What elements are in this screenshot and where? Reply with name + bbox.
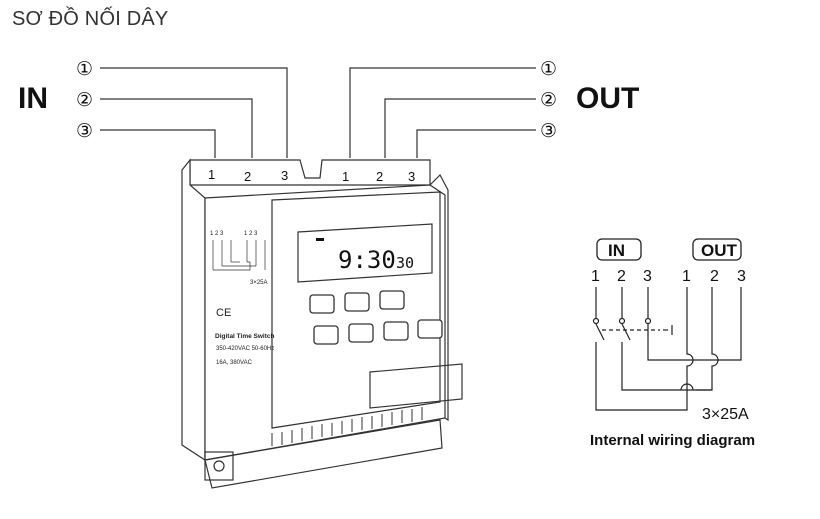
out-wire-1 xyxy=(349,67,536,158)
in-wire-1 xyxy=(100,67,288,158)
out-wire-3 xyxy=(416,129,536,158)
device-rating: 3×25A xyxy=(250,280,268,286)
device-in-terminal-2: 2 xyxy=(244,169,251,184)
out-wire-3-number: ③ xyxy=(540,120,557,142)
in-label: IN xyxy=(18,82,48,115)
out-wire-2 xyxy=(384,98,536,158)
wd-in-3: 3 xyxy=(643,268,652,285)
wd-in-2: 2 xyxy=(617,268,626,285)
wd-out-3: 3 xyxy=(737,268,746,285)
device-out-terminal-2: 2 xyxy=(376,169,383,184)
timer-button-2[interactable] xyxy=(344,292,370,312)
in-wire-2 xyxy=(100,98,253,158)
device-in-terminal-1: 1 xyxy=(208,167,215,182)
timer-button-6[interactable] xyxy=(383,321,409,341)
ce-mark: CE xyxy=(216,307,231,319)
in-wire-3 xyxy=(100,129,216,158)
device-in-terminal-3: 3 xyxy=(281,168,288,183)
wd-in-1: 1 xyxy=(591,268,600,285)
device-out-terminal-1: 1 xyxy=(342,169,349,184)
device-mini-schematic xyxy=(212,240,266,271)
product-voltage: 350-420VAC 50-60Hz xyxy=(216,346,274,352)
product-current: 16A, 380VAC xyxy=(216,360,253,366)
wd-caption: Internal wiring diagram xyxy=(590,432,755,449)
out-wire-2-number: ② xyxy=(540,89,557,111)
timer-button-3[interactable] xyxy=(379,290,405,310)
wd-out-label: OUT xyxy=(701,241,738,260)
device-out-numbers: 1 2 3 xyxy=(244,231,258,237)
timer-button-5[interactable] xyxy=(348,323,374,343)
out-label: OUT xyxy=(576,82,639,115)
product-name: Digital Time Switch xyxy=(215,333,275,340)
in-wire-3-number: ③ xyxy=(76,120,93,142)
timer-button-7[interactable] xyxy=(417,319,443,339)
wd-rating: 3×25A xyxy=(702,406,749,423)
device-in-numbers: 1 2 3 xyxy=(210,231,224,237)
vent-slots xyxy=(271,407,423,446)
internal-wiring-diagram: IN OUT 1 2 3 1 2 3 xyxy=(590,238,755,449)
wd-in-label: IN xyxy=(608,241,625,260)
lcd-indicator xyxy=(316,238,324,241)
timer-button-1[interactable] xyxy=(309,294,335,314)
in-wire-2-number: ② xyxy=(76,89,93,111)
lcd-time: 9:30 xyxy=(338,246,396,274)
in-wire-1-number: ① xyxy=(76,58,93,80)
timer-button-4[interactable] xyxy=(313,325,339,345)
device-out-terminal-3: 3 xyxy=(408,169,415,184)
wd-out-2: 2 xyxy=(710,268,719,285)
lcd-seconds: 30 xyxy=(396,254,414,272)
wd-out-1: 1 xyxy=(682,268,691,285)
out-wire-1-number: ① xyxy=(540,58,557,80)
page-title: SƠ ĐỒ NỐI DÂY xyxy=(12,8,169,30)
